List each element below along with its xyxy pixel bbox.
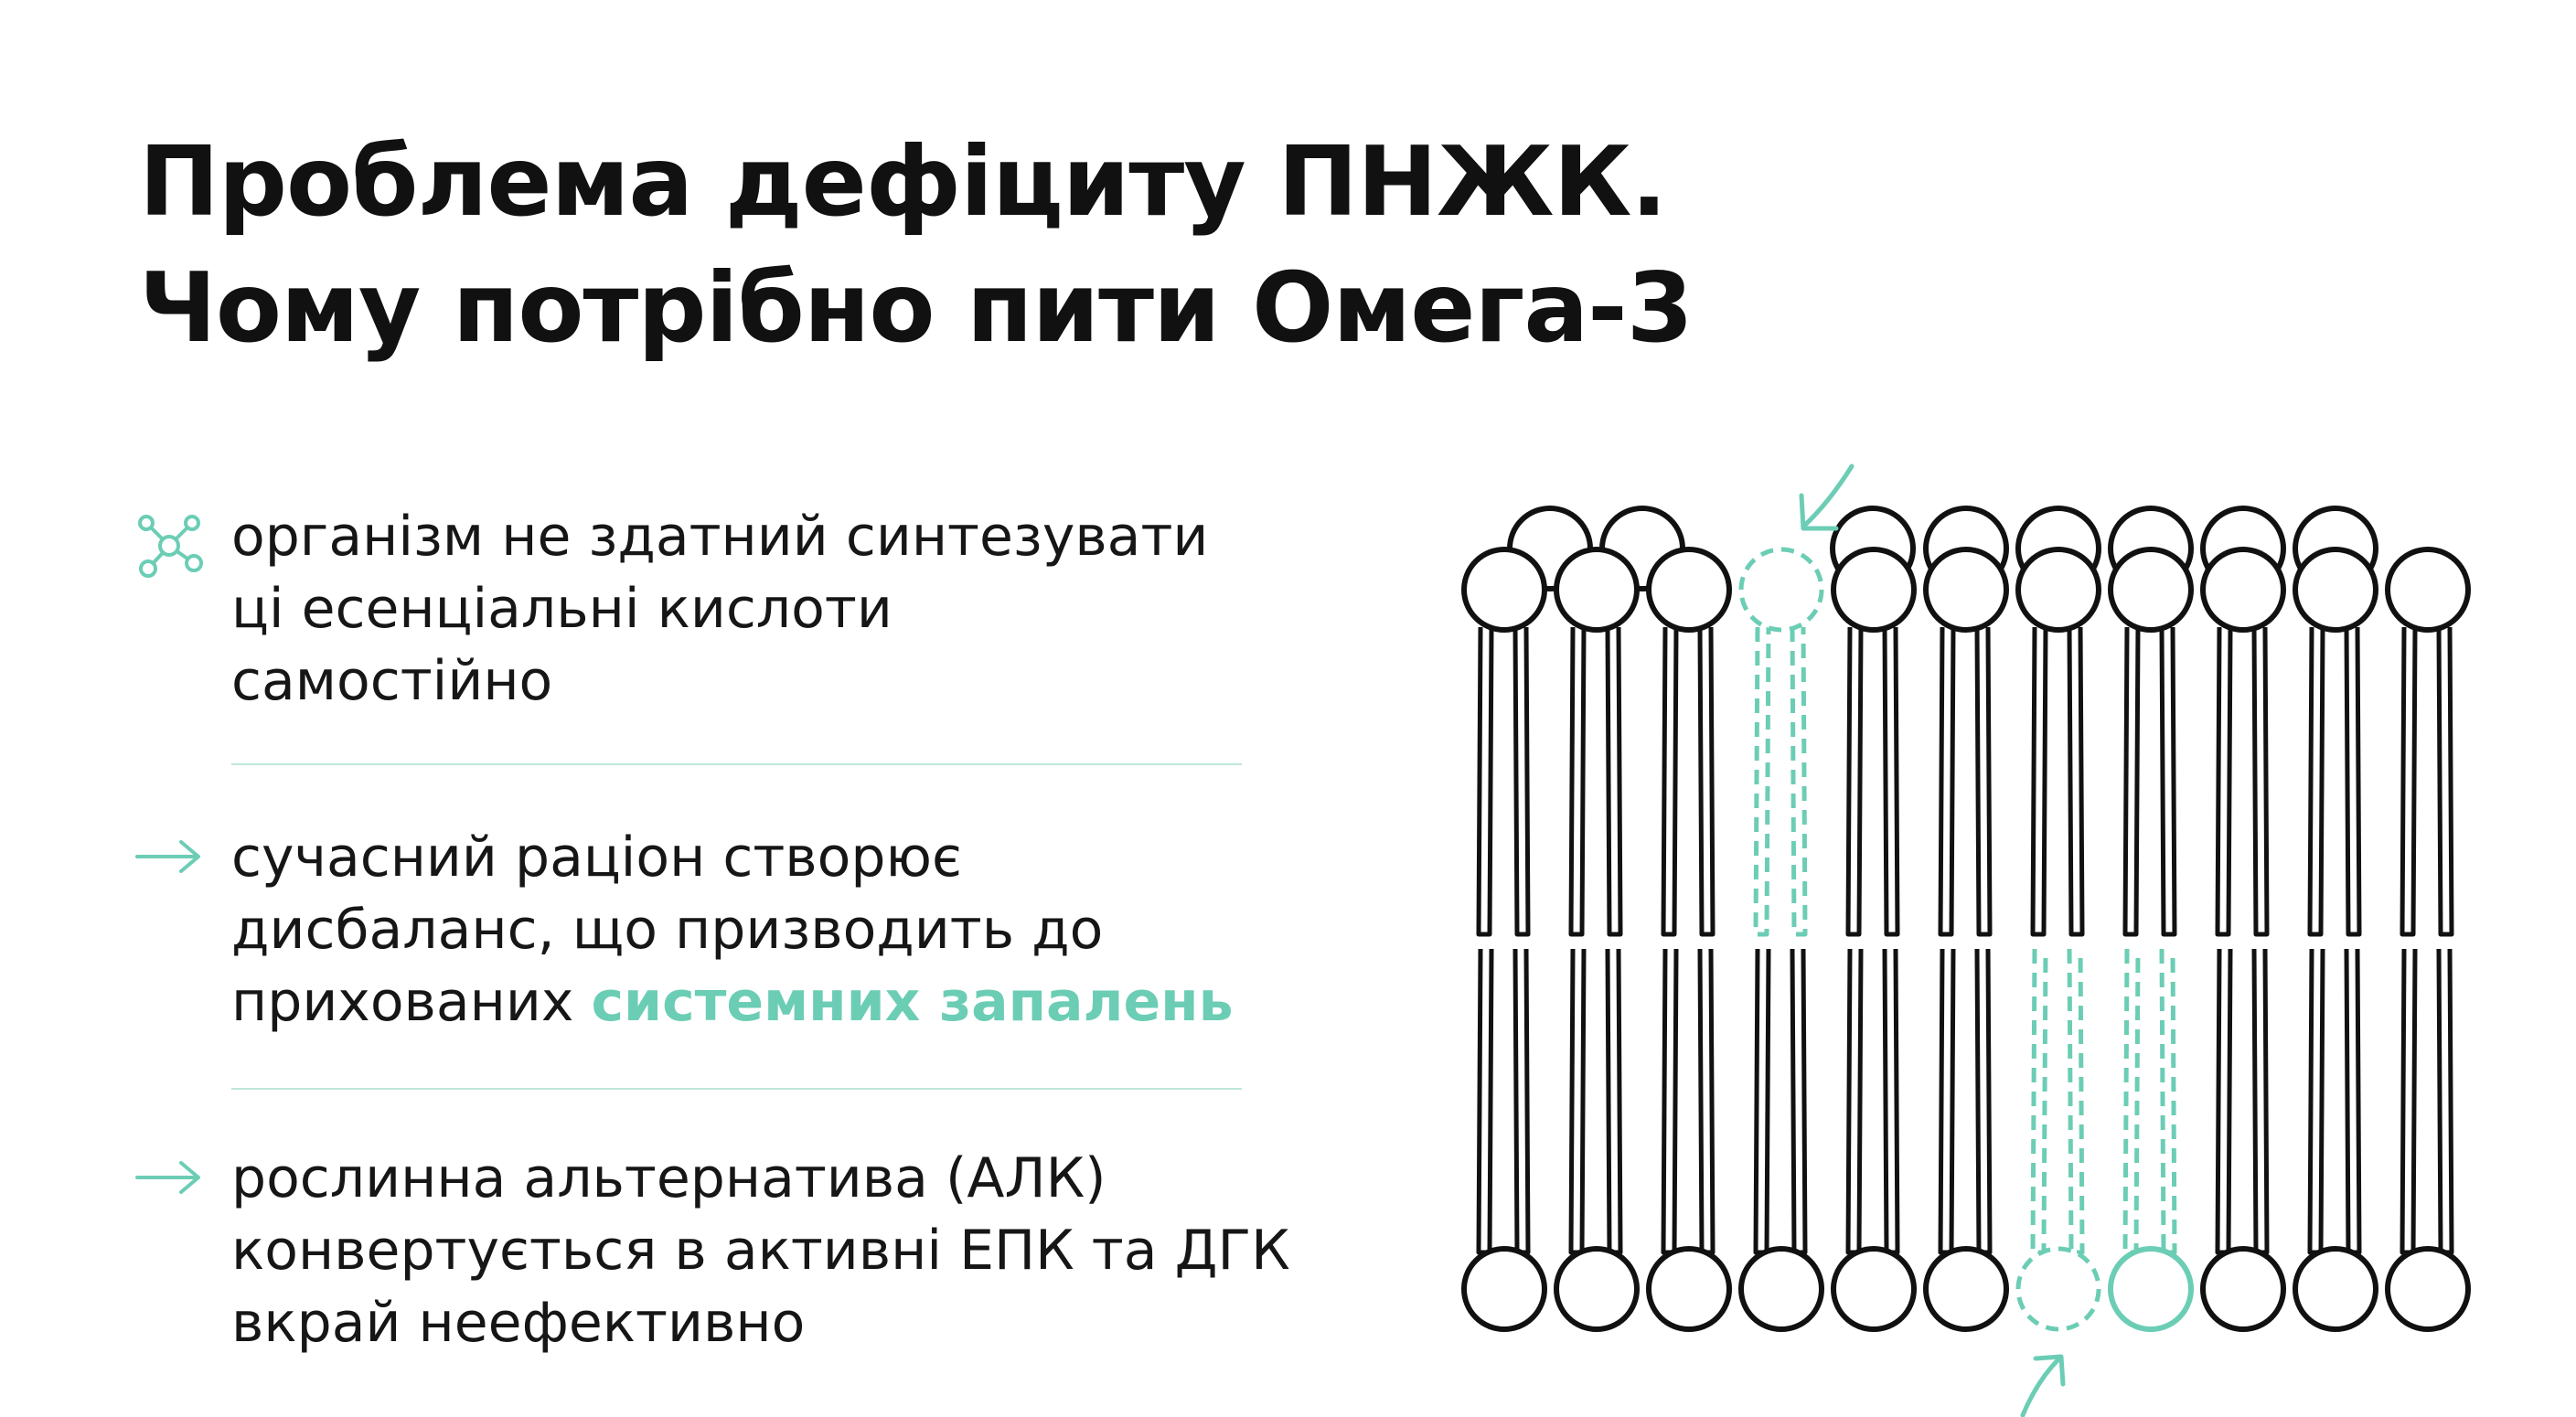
lipid-head-bottom-4 [1738, 1246, 1824, 1332]
lipid-head-bottom-6 [1923, 1246, 2009, 1332]
lipid-tail-bottom-3-1 [1661, 948, 1679, 1255]
lipid-tail-top-9-1 [2215, 626, 2233, 937]
lipid-tail-top-8-1 [2122, 626, 2141, 937]
slide-title: Проблема дефіциту ПНЖК. Чому потрібно пи… [139, 119, 1694, 371]
lipid-tail-bottom-dashed-1 [2030, 948, 2048, 1255]
lipid-head-top-9 [2200, 547, 2286, 633]
lipid-head-bottom-10 [2293, 1246, 2378, 1332]
lipid-tail-top-dashed-1 [1753, 626, 1771, 937]
lipid-tail-bottom-accent-2 [2159, 948, 2177, 1255]
lipid-head-bottom-3 [1646, 1246, 1732, 1332]
bullet-1-line-3: самостійно [231, 649, 553, 713]
arrow-out-icon [2020, 1356, 2062, 1417]
lipid-head-bottom-11 [2385, 1246, 2471, 1332]
lipid-tail-bottom-6-2 [1974, 948, 1993, 1255]
lipid-tail-top-1-1 [1476, 626, 1494, 937]
lipid-tail-bottom-5-2 [1882, 948, 1900, 1255]
lipid-tail-bottom-1-2 [1512, 948, 1531, 1255]
lipid-tail-bottom-3-2 [1697, 948, 1716, 1255]
lipid-tail-bottom-2-1 [1568, 948, 1587, 1255]
lipid-tail-bottom-11-1 [2400, 948, 2418, 1255]
lipid-tail-top-6-1 [1938, 626, 1956, 937]
bullet-2-line-2: дисбаланс, що призводить до [231, 898, 1104, 962]
lipid-tail-bottom-4-1 [1753, 948, 1771, 1255]
bullet-2-line-3-prefix: прихованих [231, 970, 592, 1034]
bullet-item-2: сучасний раціон створює дисбаланс, що пр… [135, 822, 1342, 1039]
arrow-in-icon [1801, 463, 1855, 529]
lipid-tail-bottom-11-2 [2436, 948, 2454, 1255]
lipid-head-top-dashed [1738, 547, 1824, 633]
lipid-tail-bottom-1-1 [1476, 948, 1494, 1255]
lipid-tail-top-11-2 [2436, 626, 2454, 937]
lipid-tail-bottom-10-2 [2344, 948, 2362, 1255]
title-line-1: Проблема дефіциту ПНЖК. [139, 126, 1667, 238]
lipid-tail-bottom-6-1 [1938, 948, 1956, 1255]
divider-2 [231, 1088, 1242, 1090]
lipid-head-top-5 [1831, 547, 1917, 633]
bullet-text-3: рослинна альтернатива (АЛК) конвертуєтьс… [231, 1143, 1356, 1359]
lipid-head-top-8 [2108, 547, 2194, 633]
arrow-right-icon [135, 1161, 200, 1194]
highlight-systemic-inflammation: системних запалень [591, 970, 1234, 1034]
lipid-tail-bottom-9-1 [2215, 948, 2233, 1255]
lipid-head-top-7 [2015, 547, 2101, 633]
bullet-1-line-1: організм не здатний синтезувати [231, 505, 1209, 569]
bullet-2-line-3: прихованих системних запалень [231, 966, 1356, 1039]
bullet-item-1: організм не здатний синтезувати ці есенц… [135, 501, 1342, 718]
lipid-tail-top-9-2 [2251, 626, 2270, 937]
lipid-tail-top-dashed-2 [1790, 626, 1808, 937]
title-line-2: Чому потрібно пити Омега-3 [139, 252, 1694, 364]
lipid-tail-top-3-1 [1661, 626, 1679, 937]
bullet-3-line-2: конвертується в активні ЕПК та ДГК [231, 1219, 1290, 1283]
lipid-head-bottom-2 [1554, 1246, 1640, 1332]
lipid-tail-top-6-2 [1974, 626, 1993, 937]
lipid-tail-top-7-2 [2067, 626, 2085, 937]
lipid-head-bottom-5 [1831, 1246, 1917, 1332]
lipid-tail-top-8-2 [2159, 626, 2177, 937]
divider-1 [231, 763, 1242, 765]
lipid-head-top-3 [1646, 547, 1732, 633]
lipid-head-bottom-accent [2108, 1246, 2194, 1332]
lipid-head-bottom-dashed [2015, 1246, 2101, 1332]
lipid-tail-bottom-5-1 [1845, 948, 1864, 1255]
lipid-tail-bottom-4-2 [1790, 948, 1808, 1255]
bullet-text-1: організм не здатний синтезувати ці есенц… [231, 501, 1356, 718]
lipid-head-top-10 [2293, 547, 2378, 633]
lipid-tail-top-2-2 [1605, 626, 1623, 937]
lipid-tail-top-7-1 [2030, 626, 2048, 937]
bullet-2-line-1: сучасний раціон створює [231, 826, 962, 890]
lipid-head-top-1 [1461, 547, 1547, 633]
arrow-out-head-icon [2033, 1354, 2066, 1387]
lipid-head-top-2 [1554, 547, 1640, 633]
arrow-in-head-icon [1799, 493, 1839, 531]
lipid-tail-top-1-2 [1512, 626, 1531, 937]
lipid-tail-top-2-1 [1568, 626, 1587, 937]
bullet-3-line-1: рослинна альтернатива (АЛК) [231, 1146, 1106, 1210]
lipid-tail-bottom-10-1 [2307, 948, 2325, 1255]
lipid-tail-bottom-dashed-2 [2067, 948, 2085, 1255]
lipid-head-bottom-1 [1461, 1246, 1547, 1332]
lipid-tail-top-11-1 [2400, 626, 2418, 937]
lipid-tail-top-10-2 [2344, 626, 2362, 937]
phospholipid-bilayer-illustration [1461, 463, 2471, 1417]
arrow-right-icon [135, 840, 200, 873]
lipid-tail-bottom-2-2 [1605, 948, 1623, 1255]
lipid-tail-top-5-1 [1845, 626, 1864, 937]
bullet-1-line-2: ці есенціальні кислоти [231, 577, 893, 641]
lipid-head-bottom-9 [2200, 1246, 2286, 1332]
bullet-item-3: рослинна альтернатива (АЛК) конвертуєтьс… [135, 1143, 1342, 1359]
lipid-head-top-11 [2385, 547, 2471, 633]
bullet-list: організм не здатний синтезувати ці есенц… [135, 501, 1342, 1359]
lipid-tail-top-3-2 [1697, 626, 1716, 937]
lipid-tail-top-5-2 [1882, 626, 1900, 937]
bullet-3-line-3: вкрай неефективно [231, 1291, 806, 1355]
lipid-head-top-6 [1923, 547, 2009, 633]
molecule-icon [138, 515, 203, 578]
bullet-text-2: сучасний раціон створює дисбаланс, що пр… [231, 822, 1356, 1039]
lipid-tail-top-10-1 [2307, 626, 2325, 937]
lipid-tail-bottom-9-2 [2251, 948, 2270, 1255]
lipid-tail-bottom-accent-1 [2122, 948, 2141, 1255]
